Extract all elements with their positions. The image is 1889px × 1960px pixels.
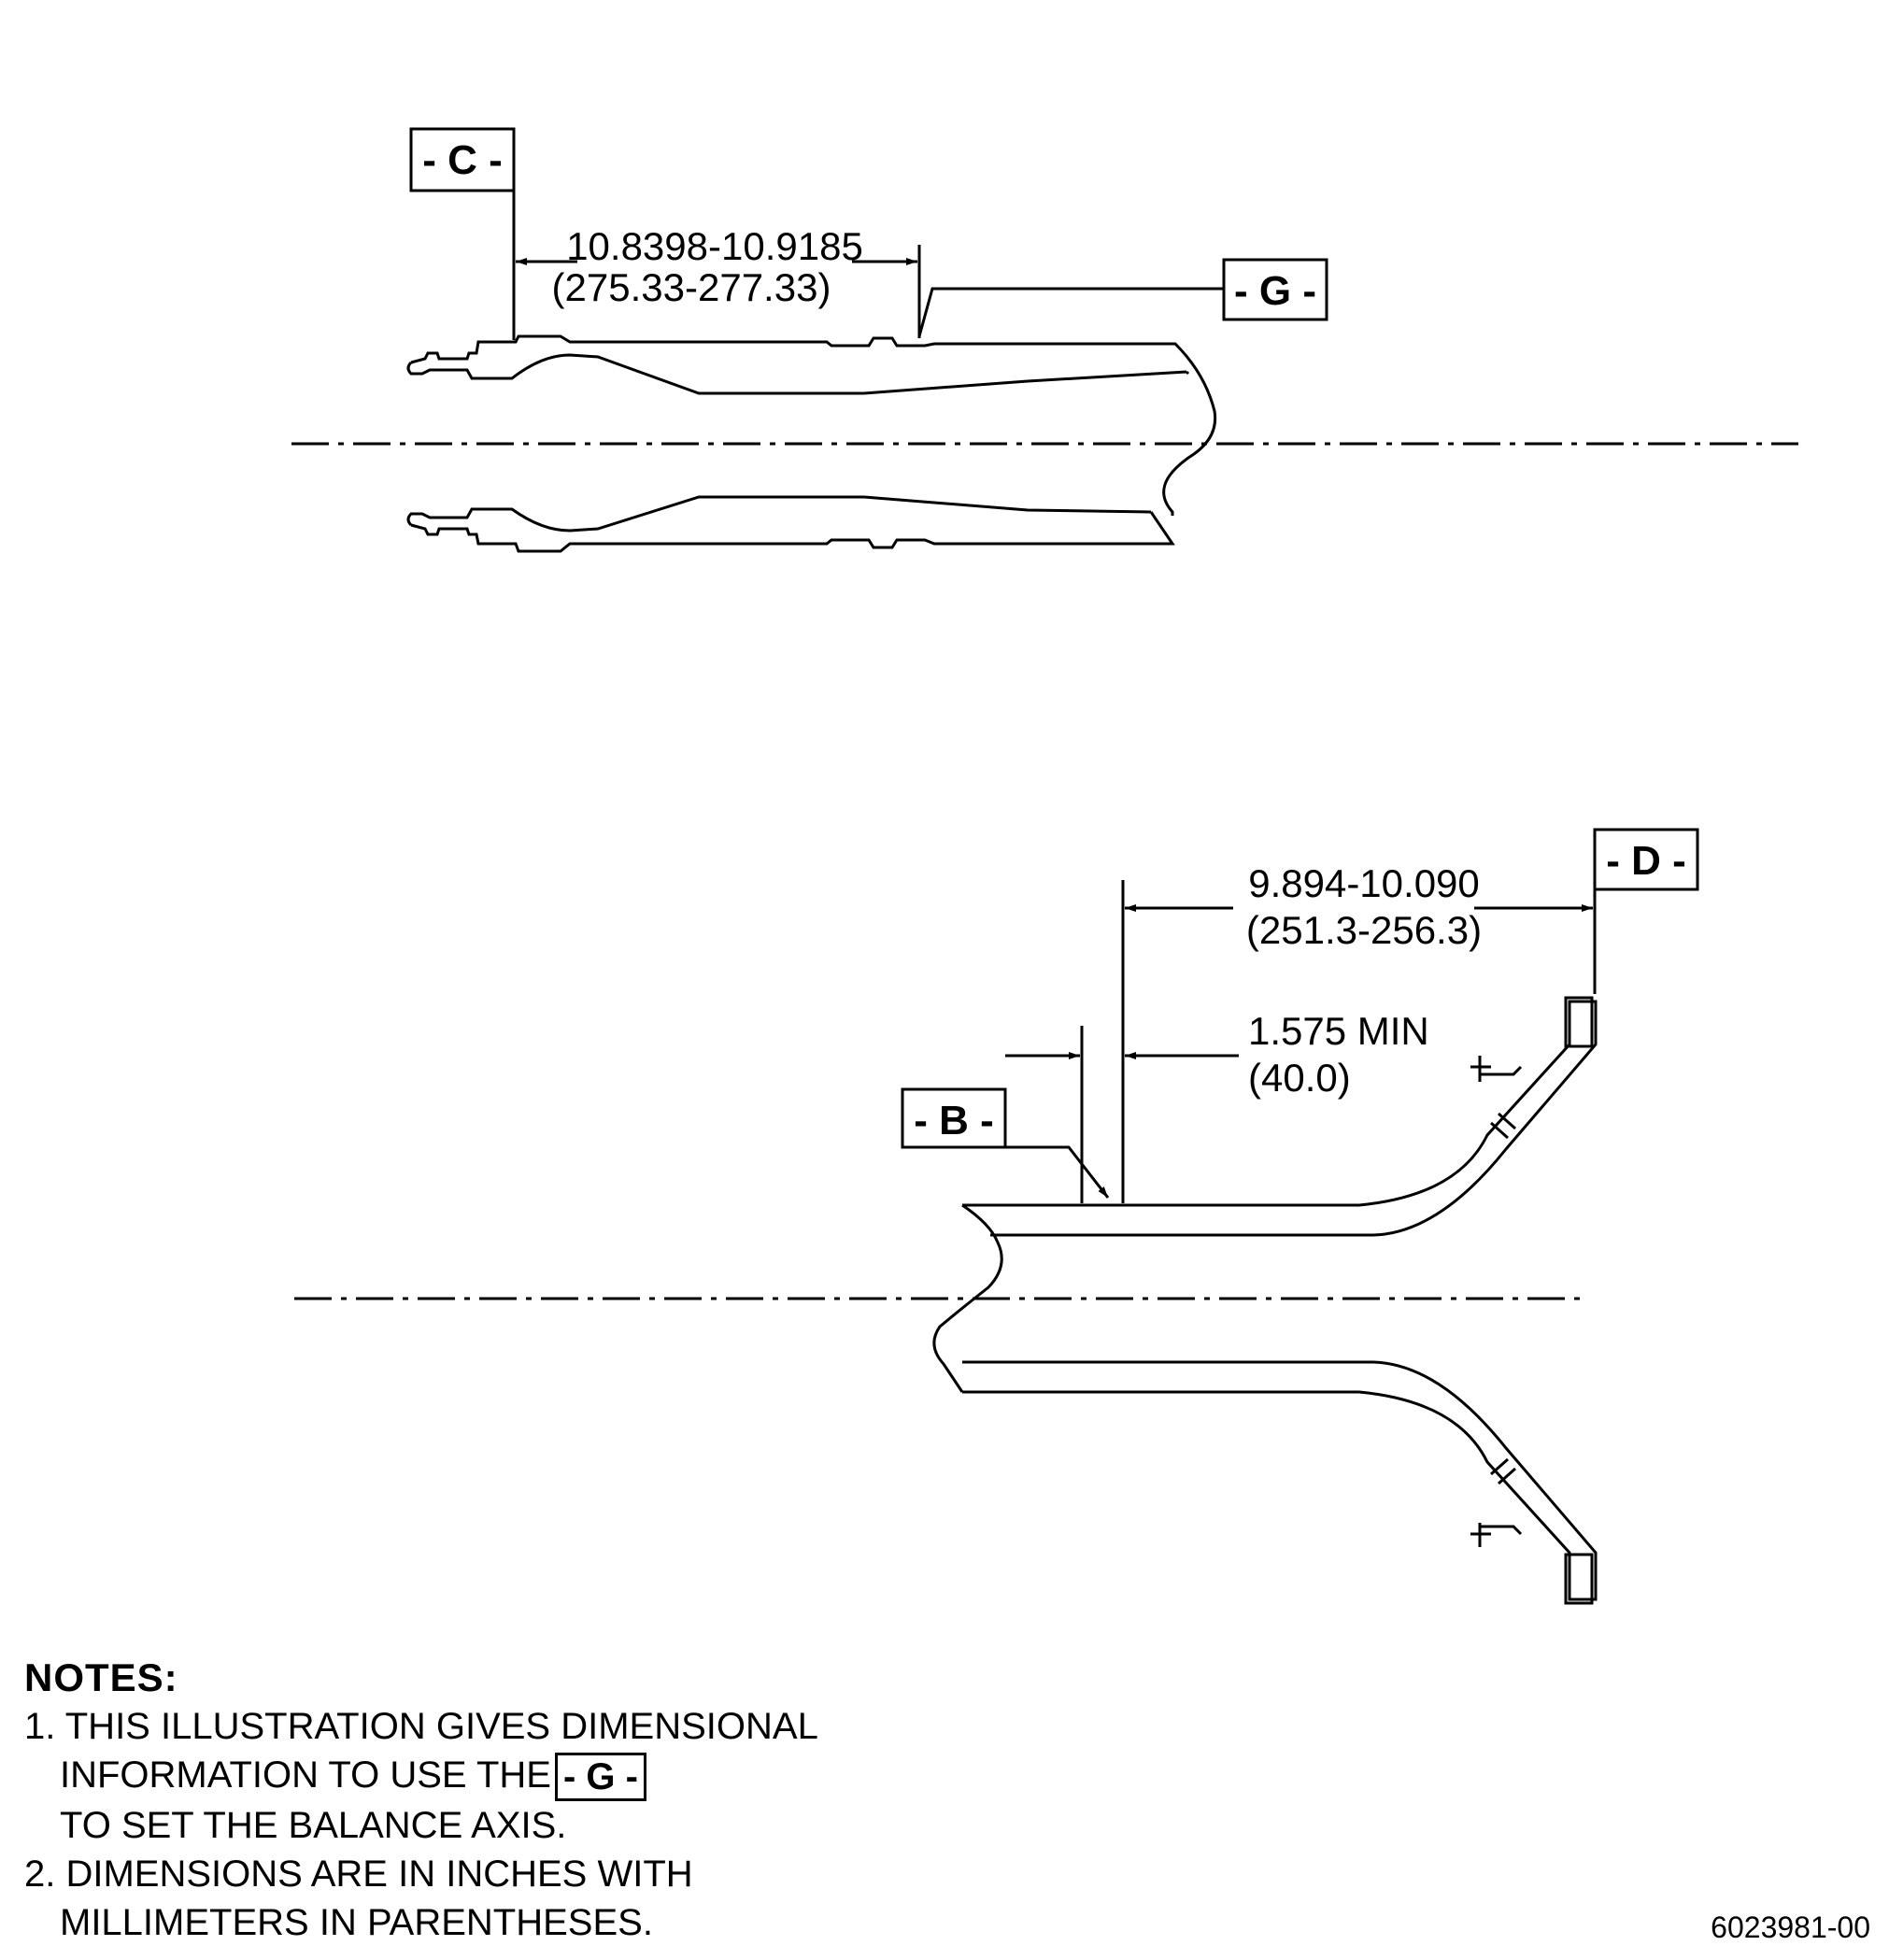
datum-c-label: - C -: [422, 137, 503, 183]
upper-flange-detail-2: [1498, 1112, 1516, 1130]
notes-block: NOTES: 1. THIS ILLUSTRATION GIVES DIMENS…: [24, 1654, 818, 1947]
bottom-dimension-mm: (251.3-256.3): [1246, 908, 1482, 952]
notes-title: NOTES:: [24, 1655, 178, 1699]
top-shaft-upper-profile: [410, 334, 1217, 516]
top-dimension-inches: 10.8398-10.9185: [566, 224, 863, 268]
upper-cross-mark: [1470, 1056, 1523, 1082]
lower-flange-detail-2: [1498, 1467, 1516, 1485]
datum-b-leader: [1005, 1145, 1110, 1199]
lower-flange-tab: [1564, 1553, 1594, 1605]
note-1-line-2-text: INFORMATION TO USE THE: [60, 1754, 551, 1796]
top-shaft-nose-lower: [406, 495, 1152, 533]
lower-flange-detail-1: [1490, 1457, 1509, 1476]
datum-b-label: - B -: [914, 1098, 994, 1143]
datum-c-box: [409, 127, 516, 192]
upper-flange-detail-1: [1490, 1121, 1509, 1140]
bottom-view: [294, 828, 1699, 1605]
datum-d-box: [1593, 828, 1699, 891]
note-1-line-1: 1. THIS ILLUSTRATION GIVES DIMENSIONAL: [24, 1706, 818, 1747]
bottom-shaft-lower-outer: [962, 1360, 1598, 1601]
datum-g-label: - G -: [1234, 268, 1316, 314]
top-shaft-upper-inner: [1185, 370, 1190, 376]
top-dimension-mm: (275.33-277.33): [552, 265, 831, 309]
datum-g-box: [1222, 258, 1328, 321]
note-2-line-1: 2. DIMENSIONS ARE IN INCHES WITH: [24, 1853, 693, 1896]
datum-d-label: - D -: [1606, 838, 1686, 884]
drawing-number: 6023981-00: [1711, 1910, 1870, 1944]
min-dimension-inches: 1.575 MIN: [1248, 1009, 1429, 1053]
lower-cross-mark: [1470, 1523, 1523, 1547]
note-1-line-2: INFORMATION TO USE THE- G -: [24, 1751, 818, 1802]
note-1-datum-g: - G -: [554, 1753, 646, 1802]
upper-flange-tab: [1564, 996, 1594, 1048]
datum-b-box: [901, 1087, 1007, 1149]
note-2-line-2: MILLIMETERS IN PARENTHESES.: [60, 1902, 653, 1944]
datum-g-leader: [917, 287, 1224, 337]
top-shaft-nose-upper: [406, 353, 1187, 395]
bottom-shaft-upper-outer: [962, 1000, 1598, 1237]
top-view: [291, 127, 1798, 553]
bottom-shaft-left-break: [932, 1203, 1003, 1393]
bottom-dimension-inches: 9.894-10.090: [1248, 861, 1480, 905]
note-1-line-3: TO SET THE BALANCE AXIS.: [60, 1805, 567, 1847]
top-shaft-lower-profile: [410, 511, 1175, 553]
min-dimension-mm: (40.0): [1248, 1056, 1351, 1100]
